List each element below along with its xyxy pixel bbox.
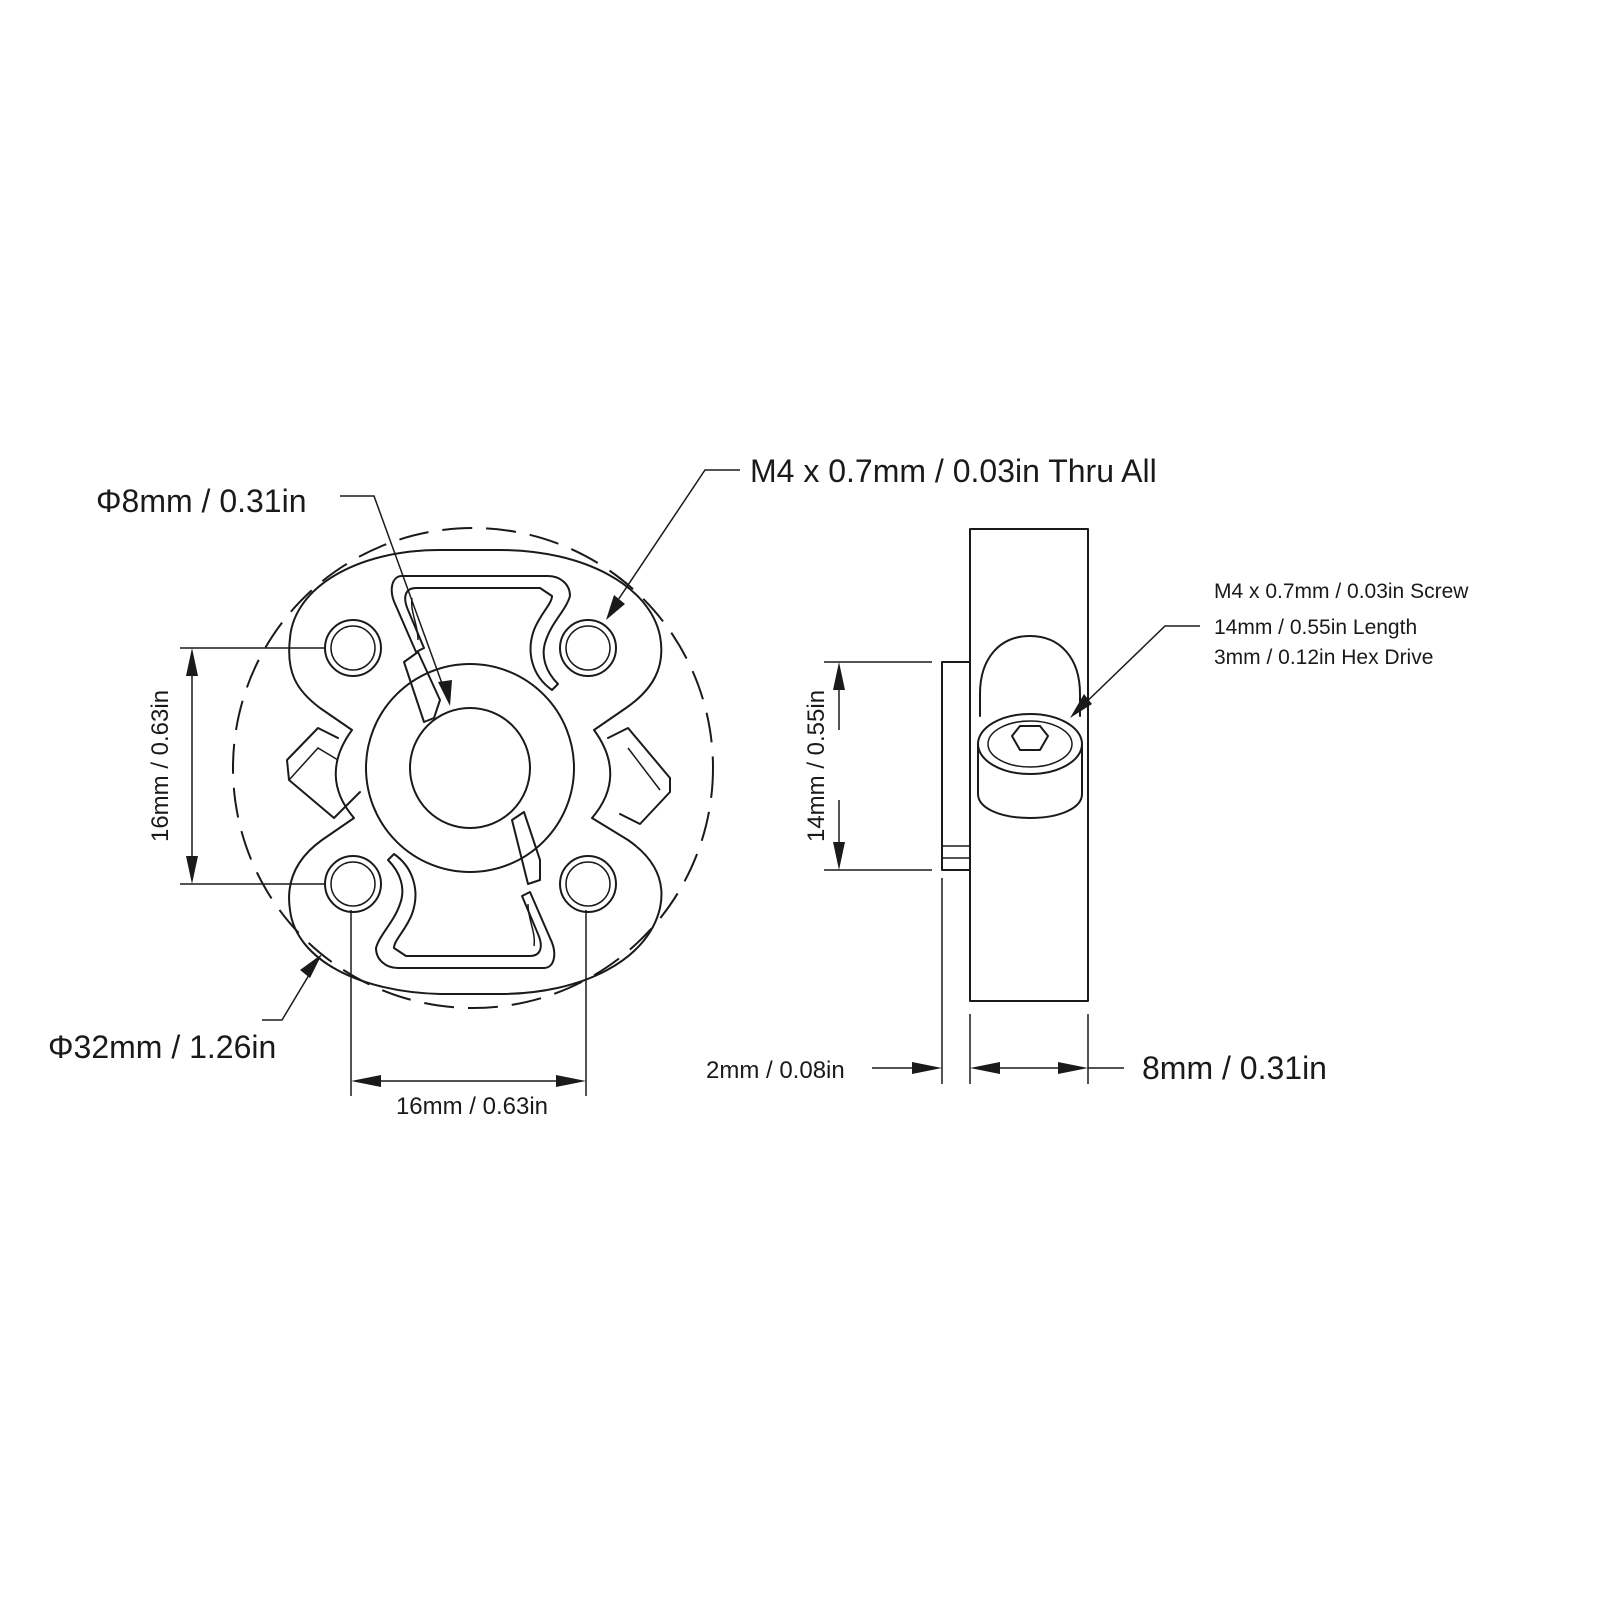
outer-diameter-label: Φ32mm / 1.26in <box>48 1029 276 1065</box>
mounting-hole-bottom-left <box>324 855 382 913</box>
hub-body-outline <box>288 549 663 995</box>
side-view <box>941 528 1089 1002</box>
left-tab <box>286 727 361 819</box>
mounting-hole-top-right <box>559 619 617 677</box>
thickness-label: 8mm / 0.31in <box>1142 1050 1327 1086</box>
side-view-dimensions: M4 x 0.7mm / 0.03in Screw 14mm / 0.55in … <box>706 580 1469 1086</box>
hex-socket-icon <box>1011 725 1049 751</box>
outer-diameter-circle <box>232 527 714 1009</box>
hub-circle <box>365 663 575 873</box>
screw-spec-label: M4 x 0.7mm / 0.03in Screw <box>1214 580 1469 603</box>
mounting-hole-top-left <box>324 619 382 677</box>
lower-slot <box>375 853 556 969</box>
screw-head <box>977 713 1083 819</box>
bore-circle <box>409 707 531 829</box>
screw-slot <box>979 635 1081 717</box>
front-view <box>232 527 714 1009</box>
upper-slot <box>390 575 571 691</box>
hub-boss <box>941 661 971 871</box>
upper-section-hatch <box>403 651 441 723</box>
hub-offset-label: 2mm / 0.08in <box>706 1057 845 1084</box>
bore-diameter-label: Φ8mm / 0.31in <box>96 483 307 519</box>
screw-hole-label: M4 x 0.7mm / 0.03in Thru All <box>750 453 1157 489</box>
screw-drive-label: 3mm / 0.12in Hex Drive <box>1214 646 1433 669</box>
mounting-hole-bottom-right <box>559 855 617 913</box>
lower-section-hatch <box>511 811 541 885</box>
hub-side-body <box>969 528 1089 1002</box>
horizontal-spacing-label: 16mm / 0.63in <box>396 1093 548 1120</box>
screw-length-label: 14mm / 0.55in Length <box>1214 616 1417 639</box>
hub-height-label: 14mm / 0.55in <box>803 690 830 842</box>
vertical-spacing-label: 16mm / 0.63in <box>147 690 174 842</box>
front-view-dimensions: Φ8mm / 0.31in M4 x 0.7mm / 0.03in Thru A… <box>48 453 1157 1120</box>
right-tab <box>607 727 671 825</box>
